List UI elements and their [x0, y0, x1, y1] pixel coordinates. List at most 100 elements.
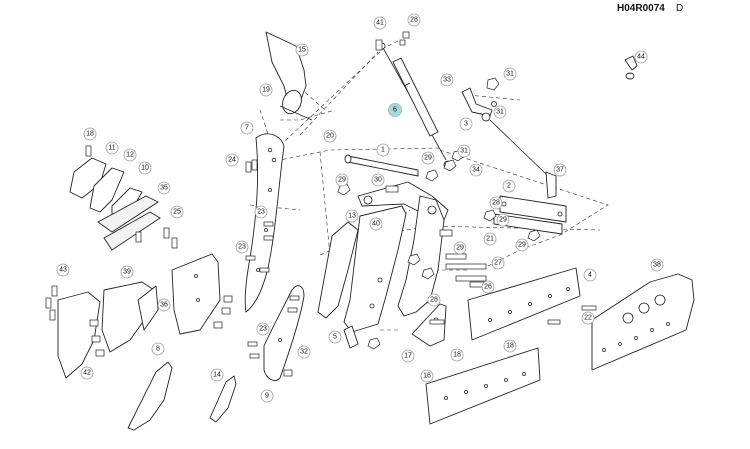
svg-text:15: 15 — [298, 47, 306, 54]
svg-text:25: 25 — [173, 209, 181, 216]
callout-22[interactable]: 22 — [581, 311, 595, 325]
callout-36[interactable]: 36 — [157, 298, 171, 312]
callout-21[interactable]: 21 — [483, 232, 497, 246]
plate-part-39 — [101, 281, 159, 353]
svg-text:26: 26 — [484, 284, 492, 291]
callout-8[interactable]: 8 — [151, 342, 165, 356]
svg-text:20: 20 — [326, 133, 334, 140]
svg-text:14: 14 — [213, 372, 221, 379]
callout-20[interactable]: 20 — [323, 129, 337, 143]
callout-15[interactable]: 15 — [295, 43, 309, 57]
callout-1[interactable]: 1 — [376, 143, 390, 157]
callout-38[interactable]: 38 — [650, 258, 664, 272]
svg-text:23: 23 — [257, 209, 265, 216]
frame-plate-part-40 — [343, 205, 407, 333]
svg-text:30: 30 — [374, 177, 382, 184]
callout-11[interactable]: 11 — [105, 141, 119, 155]
callout-3[interactable]: 3 — [459, 117, 473, 131]
callout-16[interactable]: 16 — [420, 369, 434, 383]
blade-part-8 — [127, 361, 173, 431]
pin-part-1 — [344, 154, 419, 177]
callout-23[interactable]: 23 — [254, 205, 268, 219]
svg-text:29: 29 — [456, 245, 464, 252]
svg-text:43: 43 — [59, 267, 67, 274]
frame-upright — [397, 195, 445, 317]
callout-41[interactable]: 41 — [373, 16, 387, 30]
callout-35[interactable]: 35 — [157, 181, 171, 195]
svg-text:39: 39 — [123, 269, 131, 276]
callout-5[interactable]: 5 — [328, 330, 342, 344]
shin-part-5 — [343, 325, 359, 349]
svg-text:21: 21 — [486, 236, 494, 243]
callout-30[interactable]: 30 — [371, 173, 385, 187]
callout-34[interactable]: 34 — [469, 163, 483, 177]
callout-25[interactable]: 25 — [170, 205, 184, 219]
svg-text:16: 16 — [423, 373, 431, 380]
svg-text:28: 28 — [430, 297, 438, 304]
callout-29[interactable]: 29 — [421, 151, 435, 165]
svg-text:9: 9 — [265, 393, 269, 400]
callout-28[interactable]: 28 — [489, 196, 503, 210]
callout-29[interactable]: 29 — [496, 213, 510, 227]
callout-18[interactable]: 18 — [503, 339, 517, 353]
callout-31[interactable]: 31 — [493, 105, 507, 119]
callout-10[interactable]: 10 — [138, 161, 152, 175]
callout-29[interactable]: 29 — [335, 173, 349, 187]
callout-2[interactable]: 2 — [502, 179, 516, 193]
svg-text:5: 5 — [333, 334, 337, 341]
callout-18[interactable]: 18 — [83, 127, 97, 141]
callout-29[interactable]: 29 — [515, 238, 529, 252]
callout-26[interactable]: 26 — [481, 280, 495, 294]
callout-40[interactable]: 40 — [369, 217, 383, 231]
callout-14[interactable]: 14 — [210, 368, 224, 382]
callout-39[interactable]: 39 — [120, 265, 134, 279]
callout-23[interactable]: 23 — [235, 240, 249, 254]
svg-text:36: 36 — [160, 302, 168, 309]
callout-33[interactable]: 33 — [440, 73, 454, 87]
callout-7[interactable]: 7 — [240, 121, 254, 135]
svg-text:18: 18 — [453, 352, 461, 359]
plate-part-4 — [467, 267, 581, 341]
callout-23[interactable]: 23 — [256, 322, 270, 336]
callout-17[interactable]: 17 — [401, 349, 415, 363]
plate-part-42 — [57, 291, 101, 379]
svg-text:10: 10 — [141, 165, 149, 172]
svg-text:29: 29 — [338, 177, 346, 184]
svg-text:22: 22 — [584, 315, 592, 322]
callouts: 41 28 15 19 6 33 31 3 31 44 7 20 18 11 1… — [56, 13, 664, 403]
callout-24[interactable]: 24 — [225, 153, 239, 167]
callout-42[interactable]: 42 — [80, 366, 94, 380]
callout-9[interactable]: 9 — [260, 389, 274, 403]
tie-rod-part-37 — [481, 112, 557, 199]
callout-32[interactable]: 32 — [297, 345, 311, 359]
callout-28[interactable]: 28 — [427, 293, 441, 307]
svg-text:29: 29 — [518, 242, 526, 249]
callout-44[interactable]: 44 — [634, 50, 648, 64]
callout-31[interactable]: 31 — [503, 67, 517, 81]
callout-27[interactable]: 27 — [491, 256, 505, 270]
plate-part-16 — [425, 347, 541, 425]
callout-43[interactable]: 43 — [56, 263, 70, 277]
callout-4[interactable]: 4 — [583, 268, 597, 282]
callout-12[interactable]: 12 — [123, 148, 137, 162]
callout-37[interactable]: 37 — [553, 163, 567, 177]
callout-18[interactable]: 18 — [450, 348, 464, 362]
svg-text:41: 41 — [376, 20, 384, 27]
svg-text:8: 8 — [156, 346, 160, 353]
callout-29[interactable]: 29 — [453, 241, 467, 255]
bracket-part-17 — [411, 303, 447, 347]
svg-text:23: 23 — [238, 244, 246, 251]
callout-31[interactable]: 31 — [457, 144, 471, 158]
svg-text:17: 17 — [404, 353, 412, 360]
top-pin-fasteners — [375, 31, 410, 51]
svg-text:44: 44 — [637, 54, 645, 61]
callout-6[interactable]: 6 — [388, 103, 402, 117]
callout-19[interactable]: 19 — [259, 83, 273, 97]
grease-nipple-part-44 — [624, 55, 638, 80]
mouldboard-7-holes — [256, 147, 277, 272]
callout-13[interactable]: 13 — [345, 209, 359, 223]
svg-text:35: 35 — [160, 185, 168, 192]
svg-text:28: 28 — [492, 200, 500, 207]
svg-text:12: 12 — [126, 152, 134, 159]
callout-28[interactable]: 28 — [407, 13, 421, 27]
